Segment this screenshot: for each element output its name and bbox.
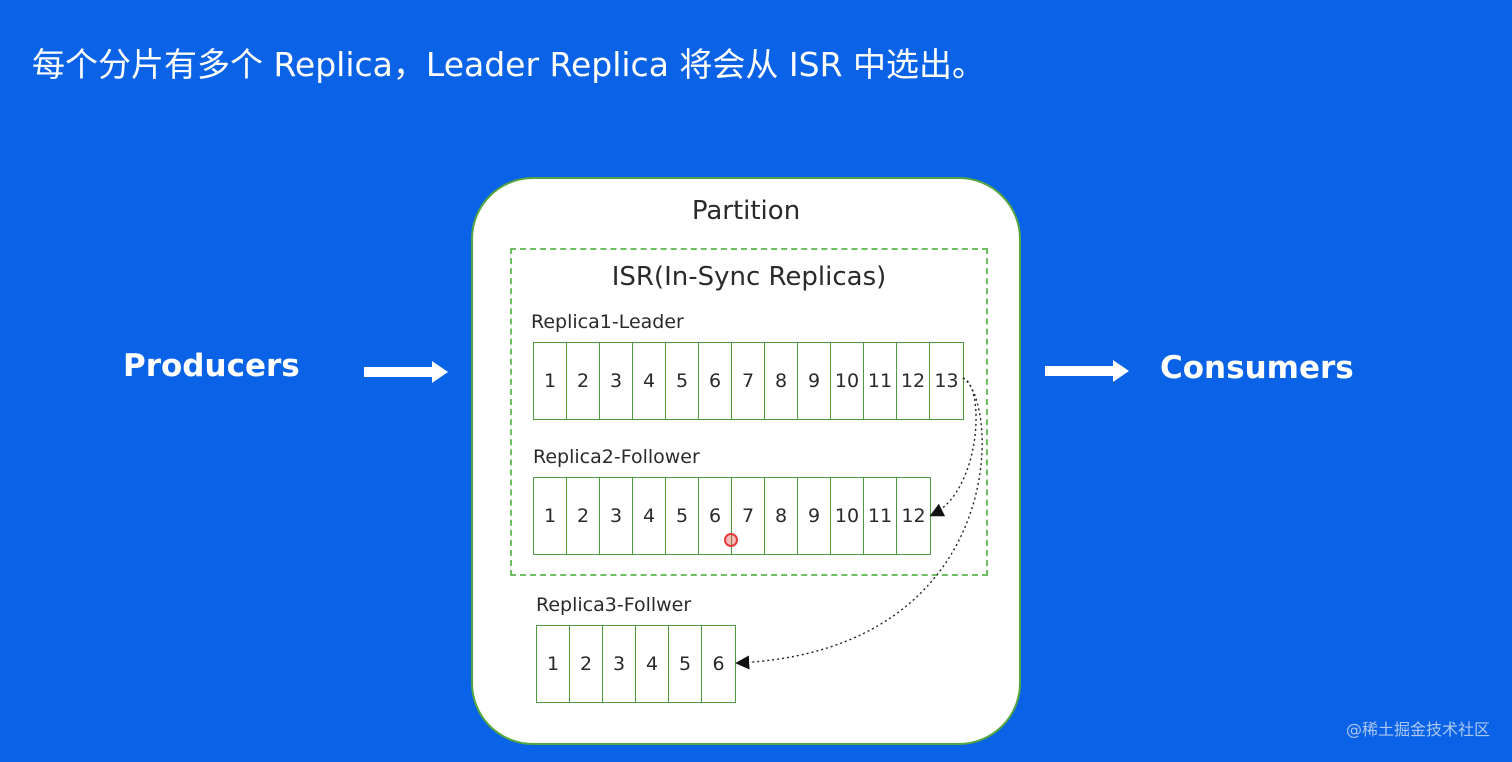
log-cell: 2: [567, 478, 600, 554]
log-cell: 8: [765, 478, 798, 554]
log-cell: 1: [537, 626, 570, 702]
log-cell: 10: [831, 343, 864, 419]
log-cell: 8: [765, 343, 798, 419]
log-cell: 4: [636, 626, 669, 702]
replica1-label: Replica1-Leader: [531, 311, 684, 333]
cursor-indicator: [724, 533, 738, 547]
replica2-label: Replica2-Follower: [533, 446, 700, 468]
log-cell: 1: [534, 343, 567, 419]
log-cell: 3: [600, 478, 633, 554]
producers-label: Producers: [123, 348, 300, 384]
log-cell: 13: [934, 370, 959, 392]
log-cell: 9: [798, 478, 831, 554]
log-cell: 2: [567, 343, 600, 419]
log-cell: 5: [666, 343, 699, 419]
log-cell: 3: [603, 626, 636, 702]
log-cell: 1: [534, 478, 567, 554]
log-cell: 2: [570, 626, 603, 702]
log-cell: 12: [901, 505, 926, 527]
log-cell: 4: [633, 478, 666, 554]
replica3-label: Replica3-Follwer: [536, 594, 692, 616]
isr-title: ISR(In-Sync Replicas): [611, 262, 887, 292]
slide-title: 每个分片有多个 Replica，Leader Replica 将会从 ISR 中…: [32, 45, 986, 84]
log-cell: 9: [798, 343, 831, 419]
log-cell: 11: [864, 478, 897, 554]
watermark: @稀土掘金技术社区: [1345, 720, 1490, 739]
consumers-label: Consumers: [1160, 350, 1354, 386]
log-cell: 11: [864, 343, 897, 419]
log-cell: 5: [666, 478, 699, 554]
consumers-arrow: [1045, 360, 1129, 382]
log-cell: 5: [669, 626, 702, 702]
log-cell: 12: [897, 343, 930, 419]
producers-arrow: [364, 361, 448, 383]
log-cell: 4: [633, 343, 666, 419]
log-cell: 6: [699, 478, 732, 554]
log-cell: 10: [831, 478, 864, 554]
log-cell: 7: [732, 343, 765, 419]
log-cell: 6: [699, 343, 732, 419]
log-cell: 6: [712, 653, 725, 675]
log-cell: 3: [600, 343, 633, 419]
partition-title: Partition: [691, 196, 801, 226]
